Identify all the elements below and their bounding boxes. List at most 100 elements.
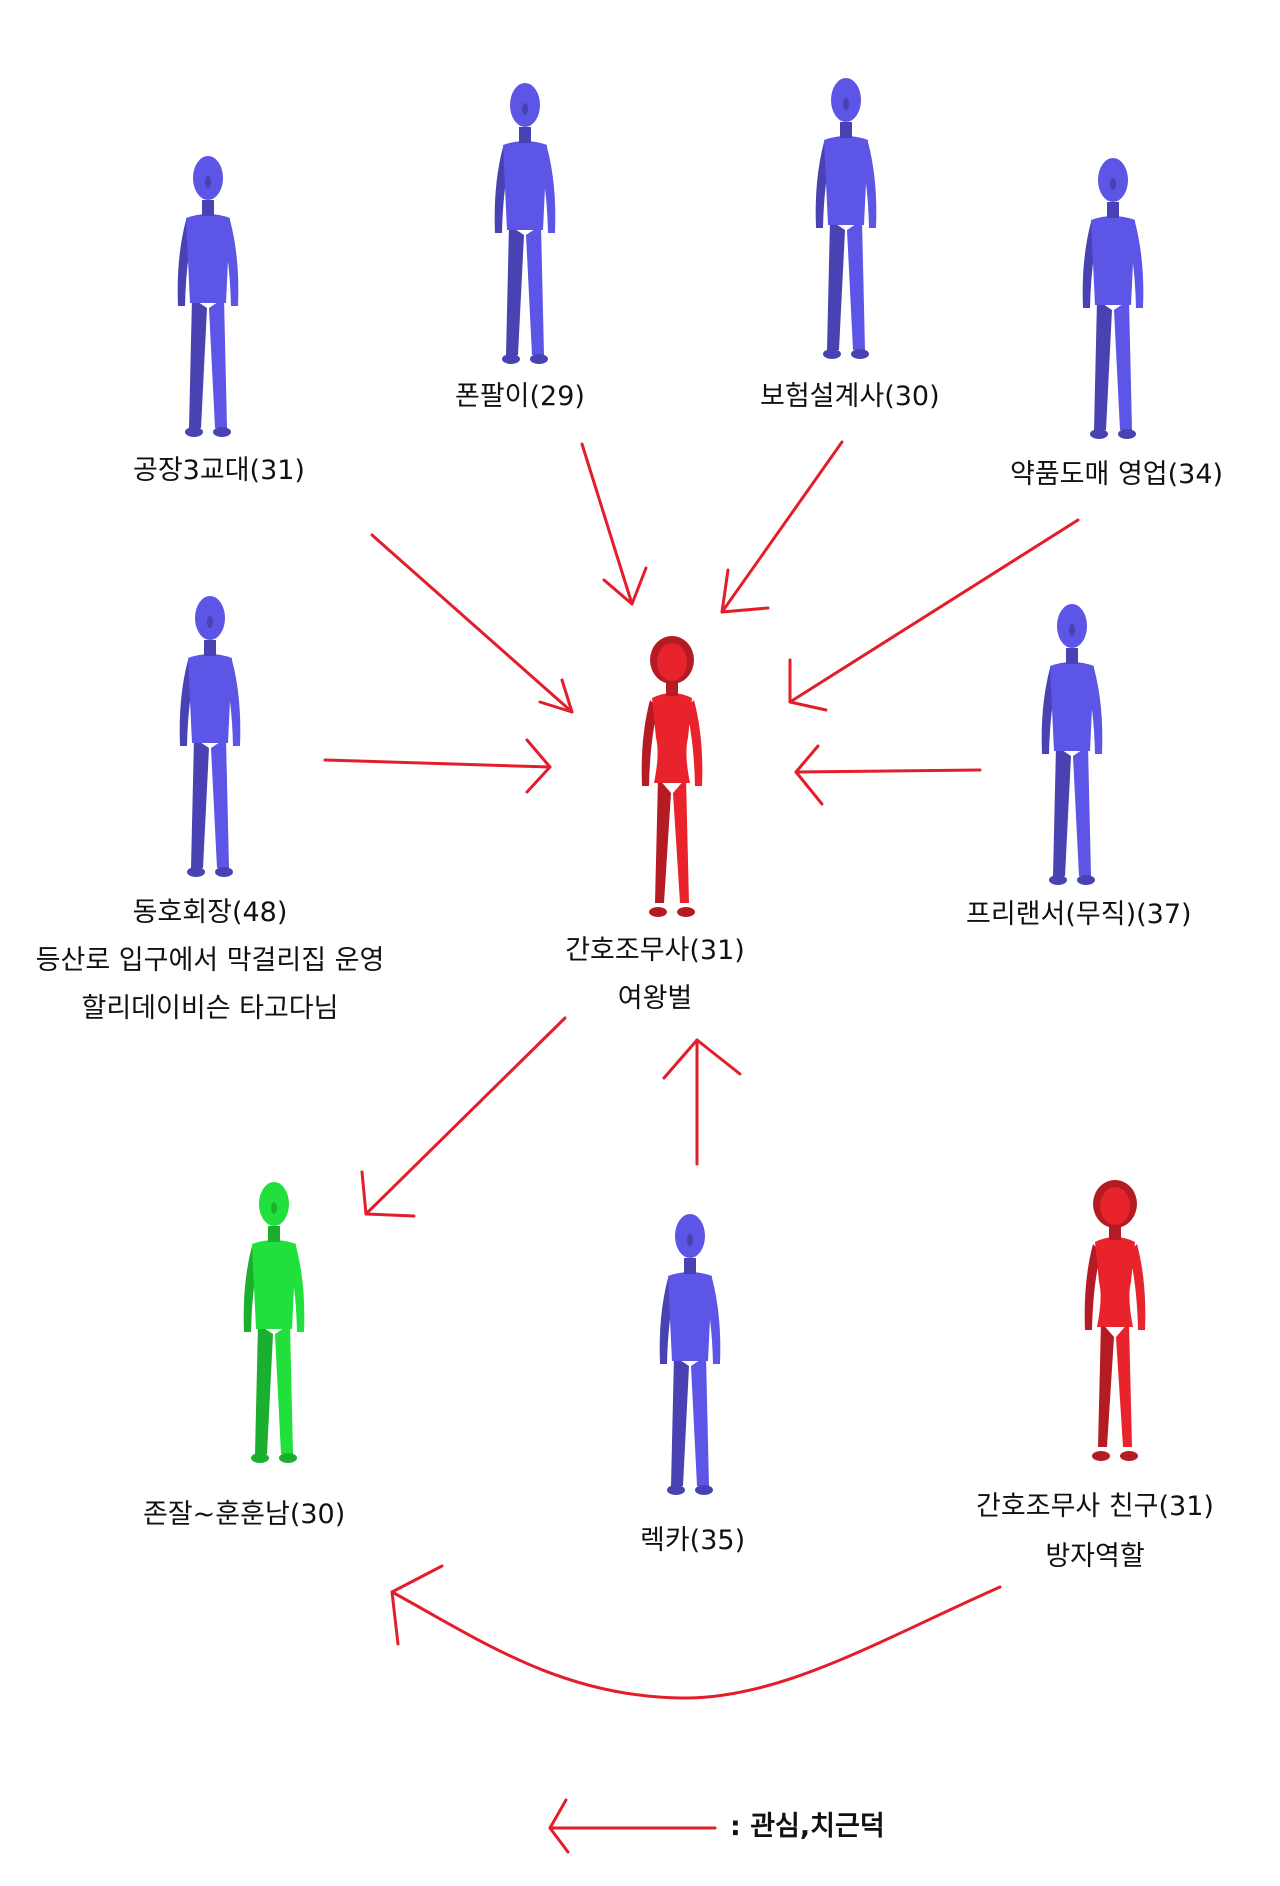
figure-left-arm — [641, 700, 658, 786]
figure-left-leg — [655, 778, 671, 903]
label-pharma-sales: 약품도매 영업(34) — [1010, 459, 1224, 490]
figure-left-leg — [1094, 300, 1112, 430]
figure-right-foot — [530, 354, 548, 364]
person-nurse-assistant — [622, 628, 722, 928]
label-freelancer: 프리랜서(무직)(37) — [966, 899, 1192, 930]
figure-head — [657, 643, 687, 681]
figure-neck — [1109, 1224, 1121, 1240]
figure-left-leg — [255, 1324, 273, 1454]
figure-nose — [1110, 178, 1116, 190]
arrowhead — [602, 566, 648, 606]
male-figure-icon — [494, 83, 556, 364]
arrowhead — [538, 678, 574, 714]
figure-right-foot — [213, 427, 231, 437]
male-figure-icon — [815, 78, 877, 359]
figure-torso — [503, 141, 547, 230]
figure-right-foot — [851, 349, 869, 359]
figure-neck — [268, 1226, 280, 1242]
arrow-group — [323, 440, 1080, 1854]
arrowhead — [525, 738, 552, 794]
arrow-curve — [390, 1585, 1002, 1700]
male-figure-icon — [243, 1182, 305, 1463]
arrowhead — [794, 744, 824, 806]
male-figure-icon — [179, 596, 241, 877]
person-nurse-friend — [1065, 1172, 1165, 1472]
figure-left-foot — [1049, 875, 1067, 885]
figure-nose — [1069, 624, 1075, 636]
figure-left-foot — [187, 867, 205, 877]
figure-right-leg — [526, 225, 544, 355]
label-club-leader-note1: 등산로 입구에서 막걸리집 운영 — [35, 945, 385, 976]
arrow-phone-to-nurse — [580, 442, 648, 606]
person-handsome-guy — [224, 1174, 324, 1474]
male-figure-icon — [1041, 604, 1103, 885]
figure-right-foot — [1077, 875, 1095, 885]
label-nurse-assistant: 간호조무사(31) — [565, 935, 745, 966]
figure-neck — [204, 640, 216, 656]
label-nurse-friend: 간호조무사 친구(31) — [976, 1491, 1214, 1522]
figure-right-leg — [211, 738, 229, 868]
figure-left-foot — [251, 1453, 269, 1463]
figure-right-leg — [847, 220, 865, 350]
person-club-leader — [160, 588, 260, 888]
label-factory-worker: 공장3교대(31) — [133, 455, 305, 486]
figure-right-foot — [215, 867, 233, 877]
figure-left-foot — [823, 349, 841, 359]
person-pharma-sales — [1063, 150, 1163, 450]
legend-arrow-icon — [548, 1798, 717, 1854]
figure-neck — [1107, 202, 1119, 218]
arrow-rekka-to-nurse — [662, 1038, 742, 1166]
figure-left-leg — [1098, 1322, 1114, 1447]
figure-left-foot — [185, 427, 203, 437]
person-factory-worker — [158, 148, 258, 448]
female-figure-icon — [641, 636, 703, 917]
figure-neck — [840, 122, 852, 138]
figure-left-arm — [1084, 1244, 1101, 1330]
figure-nose — [271, 1202, 277, 1214]
arrow-shaft — [580, 442, 634, 606]
arrow-shaft — [788, 518, 1080, 704]
arrowhead — [788, 658, 828, 712]
figure-head — [1100, 1187, 1130, 1225]
label-insurance-planner: 보험설계사(30) — [760, 381, 940, 412]
arrowhead — [720, 568, 770, 614]
label-club-leader: 동호회장(48) — [132, 897, 288, 928]
female-figure-icon — [1084, 1180, 1146, 1461]
figure-nose — [207, 616, 213, 628]
figure-left-foot — [1090, 429, 1108, 439]
figure-right-leg — [1114, 300, 1132, 430]
figure-torso — [824, 136, 868, 225]
figure-nose — [687, 1234, 693, 1246]
figure-nose — [205, 176, 211, 188]
figure-neck — [666, 680, 678, 696]
label-rekka: 렉카(35) — [640, 1525, 746, 1556]
figure-left-foot — [1092, 1451, 1110, 1461]
figure-left-leg — [506, 225, 524, 355]
figure-torso — [1091, 216, 1135, 305]
figure-left-foot — [649, 907, 667, 917]
figure-neck — [519, 127, 531, 143]
figure-left-leg — [827, 220, 845, 350]
figure-right-foot — [677, 907, 695, 917]
arrow-insurance-to-nurse — [720, 440, 844, 614]
figure-left-leg — [671, 1356, 689, 1486]
figure-torso — [652, 693, 692, 783]
figure-right-leg — [1073, 746, 1091, 876]
arrow-nurse-to-handsome — [360, 1016, 567, 1218]
figure-torso — [186, 214, 230, 303]
figure-neck — [684, 1258, 696, 1274]
figure-left-leg — [189, 298, 207, 428]
figure-torso — [668, 1272, 712, 1361]
figure-right-leg — [673, 778, 689, 903]
figure-right-foot — [695, 1485, 713, 1495]
arrowhead — [390, 1564, 444, 1646]
figure-right-foot — [1118, 429, 1136, 439]
arrowhead — [662, 1038, 742, 1080]
person-rekka — [640, 1206, 740, 1506]
figure-left-leg — [191, 738, 209, 868]
arrow-shaft — [720, 440, 844, 614]
arrow-factory-to-nurse — [370, 533, 574, 714]
arrow-club-to-nurse — [323, 738, 552, 794]
